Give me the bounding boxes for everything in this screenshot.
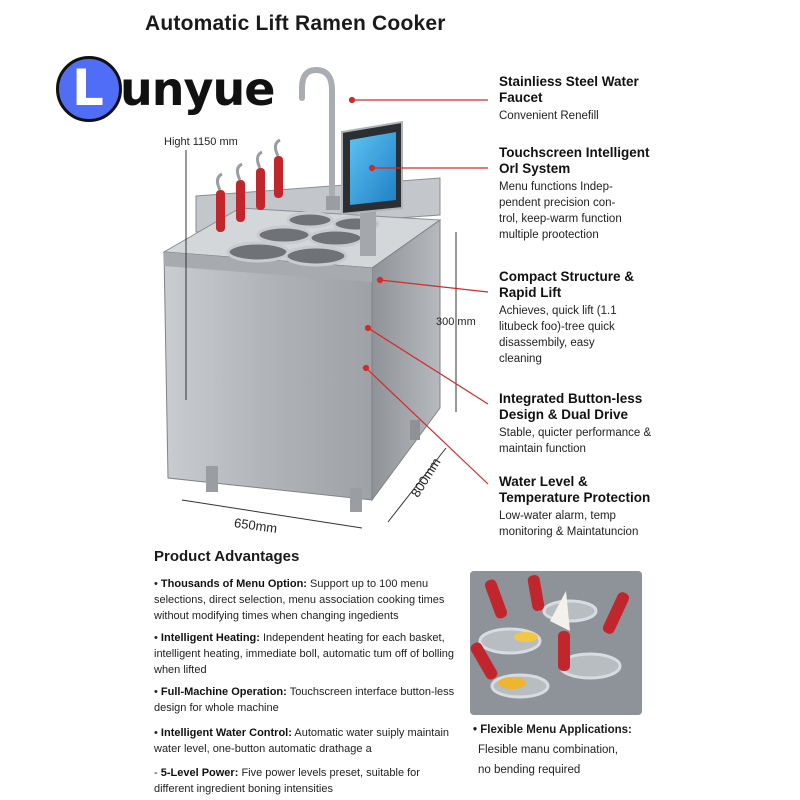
advantage-label: Thousands of Menu Option:: [160, 578, 307, 590]
advantage-text: Independent heating for each basket, int…: [154, 632, 455, 676]
flexible-menu-label: Flexible Menu Applications:: [480, 724, 632, 736]
bullet: •: [154, 686, 158, 698]
callout-heading: Integrated Button-less Design & Dual Dri…: [499, 391, 643, 422]
leg: [350, 488, 362, 512]
callout-desc: Low-water alarm, temp monitoring & Maint…: [499, 510, 639, 538]
callout-heading: Water Level & Temperature Protection: [499, 474, 651, 505]
advantage-item: • Full-Machine Operation: Touchscreen in…: [154, 684, 459, 716]
callout-water-level: Water Level & Temperature Protection Low…: [499, 474, 789, 540]
flexible-menu-line: Flesible manu combination,: [478, 744, 618, 756]
advantage-label: 5-Level Power:: [160, 767, 239, 779]
front-rim: [164, 252, 372, 282]
lift-handles: [215, 138, 283, 232]
front-panel: [163, 251, 373, 501]
callout-heading: Stainliess Steel Water Faucet: [499, 74, 639, 105]
bullet: •: [154, 727, 158, 739]
advantage-text: Automatic water suiply maintain water le…: [154, 727, 450, 755]
flexible-menu-title: • Flexible Menu Applications:: [473, 724, 632, 736]
advantage-label: Intelligent Water Control:: [160, 727, 292, 739]
callout-buttonless: Integrated Button-less Design & Dual Dri…: [499, 391, 789, 457]
advantage-text: Touchscreen interface button-less design…: [154, 686, 455, 714]
side-panel: [371, 219, 441, 502]
mid-dimension: 300 mm: [436, 316, 476, 328]
callout-compact: Compact Structure & Rapid Lift Achieves,…: [499, 269, 789, 367]
brand-logo: L unyue: [56, 56, 276, 126]
logo-letter: L: [72, 59, 104, 117]
ramen-cooker-illustration: [162, 66, 489, 529]
callout-leaders: [348, 96, 489, 485]
callout-heading: Touchscreen Intelligent Orl System: [499, 145, 650, 176]
callout-desc: Achieves, quick lift (1.1 litubeck foo)-…: [499, 305, 617, 365]
flexible-menu-line: no bending required: [478, 764, 581, 776]
cooking-pots: [226, 211, 380, 267]
callout-desc: Stable, quicter performance & maintain f…: [499, 427, 652, 455]
callout-heading: Compact Structure & Rapid Lift: [499, 269, 635, 300]
faucet-base: [326, 196, 340, 210]
advantage-label: Intelligent Heating:: [160, 632, 260, 644]
logo-wordmark: unyue: [120, 62, 275, 116]
bullet: -: [154, 767, 158, 779]
height-dimension: Hight 1150 mm: [164, 136, 238, 148]
advantage-item: • Intelligent Water Control: Automatic w…: [154, 725, 459, 757]
bullet: •: [154, 632, 158, 644]
advantage-item: - 5-Level Power: Five power levels prese…: [154, 765, 459, 797]
callout-desc: Convenient Renefill: [499, 110, 599, 122]
advantage-item: • Intelligent Heating: Independent heati…: [154, 630, 459, 678]
bullet: •: [473, 724, 478, 736]
callout-touchscreen: Touchscreen Intelligent Orl System Menu …: [499, 145, 789, 243]
leg: [410, 420, 420, 440]
advantage-item: • Thousands of Menu Option: Support up t…: [154, 576, 459, 624]
leg: [206, 466, 218, 492]
bullet: •: [154, 578, 158, 590]
advantage-text: Support up to 100 menu selections, direc…: [154, 578, 445, 622]
advantages-title: Product Advantages: [154, 548, 300, 565]
advantage-label: Full-Machine Operation:: [160, 686, 287, 698]
logo-badge: [56, 56, 122, 122]
callout-faucet: Stainliess Steel Water Faucet Convenient…: [499, 74, 789, 124]
basket-closeup-photo: [470, 571, 642, 715]
page-title: Automatic Lift Ramen Cooker: [145, 12, 446, 35]
callout-desc: Menu functions Indep- pendent precision …: [499, 181, 622, 241]
advantage-text: Five power levels preset, suitable for d…: [154, 767, 420, 795]
faucet: [299, 66, 335, 203]
